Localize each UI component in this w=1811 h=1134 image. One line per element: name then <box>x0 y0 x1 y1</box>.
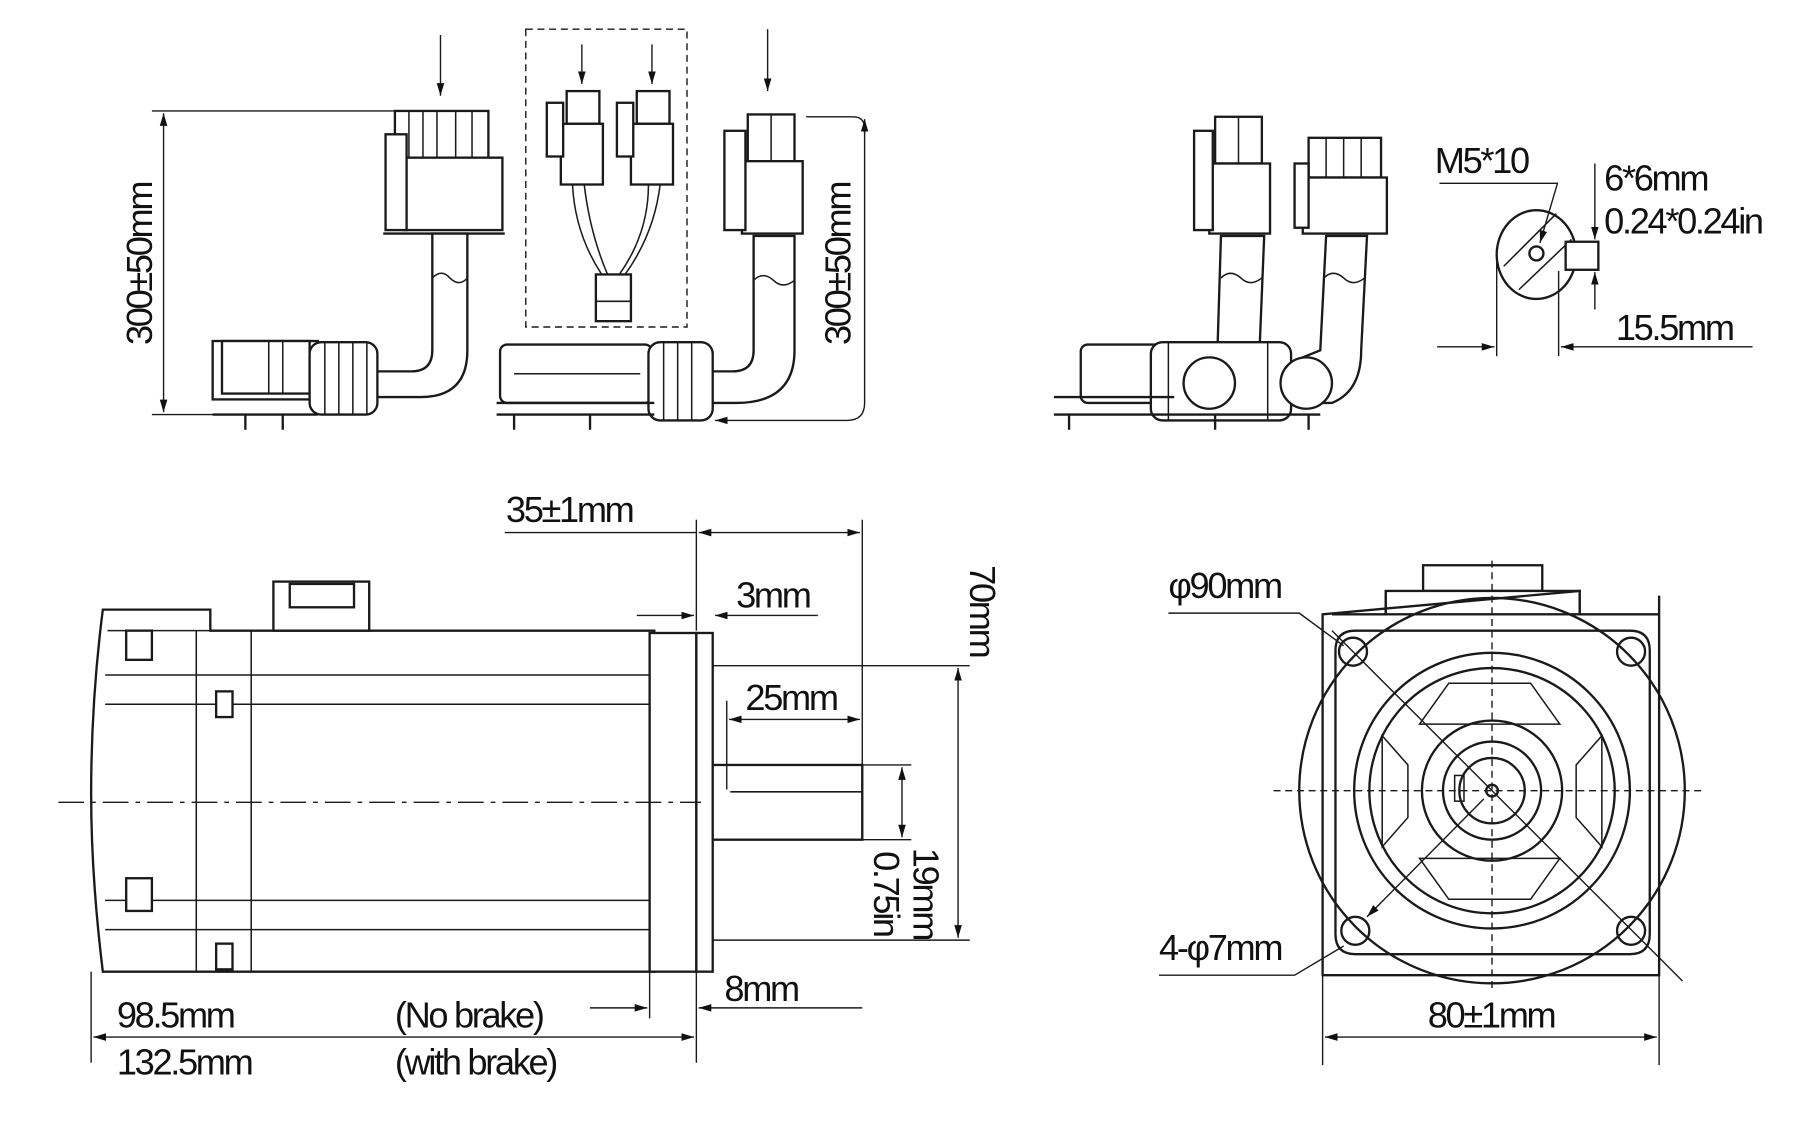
thread-spec-label: M5*10 <box>1435 140 1529 181</box>
motor-front-view: φ90mm 4-φ7mm 80±1mm <box>1159 560 1706 1066</box>
key-size-mm-label: 6*6mm <box>1604 157 1707 198</box>
mount-hole <box>1340 915 1371 946</box>
cable-length-label-right: 300±50mm <box>818 183 859 345</box>
mount-hole <box>1337 636 1369 667</box>
shaft-diameter-mm-label: 19mm <box>906 848 947 939</box>
cable-view-dual-connector <box>1053 115 1389 430</box>
cable-length-label-left: 300±50mm <box>119 183 160 345</box>
motor-side-view: 35±1mm 3mm 70mm 25mm 19mm 0.75in 8mm 98.… <box>58 489 1003 1082</box>
shaft-end-view: M5*10 6*6mm 0.24*0.24in 15.5mm <box>1435 140 1764 357</box>
flange-thickness-label: 8mm <box>724 968 798 1009</box>
mount-hole <box>1615 915 1647 946</box>
shaft-diameter-in-label: 0.75in <box>866 851 907 936</box>
cable-view-power-connector: 300±50mm <box>496 29 869 430</box>
no-brake-label: (No brake) <box>395 995 543 1036</box>
flange-height-label: 70mm <box>962 565 1003 656</box>
bolt-circle-label: φ90mm <box>1168 565 1281 606</box>
brake-connector-detail <box>525 28 688 328</box>
key-offset-label: 15.5mm <box>1616 307 1733 348</box>
key-size-in-label: 0.24*0.24in <box>1604 201 1762 242</box>
mount-holes-label: 4-φ7mm <box>1159 927 1281 968</box>
length-with-brake-label: 132.5mm <box>117 1041 252 1082</box>
with-brake-label: (with brake) <box>395 1041 556 1082</box>
cable-view-single-connector: 300±50mm <box>119 35 505 430</box>
shaft-length-label: 35±1mm <box>506 489 633 530</box>
flange-step-label: 3mm <box>736 574 810 615</box>
flange-width-label: 80±1mm <box>1428 995 1555 1036</box>
key-length-label: 25mm <box>745 677 836 718</box>
thread-hole <box>1528 245 1545 262</box>
mount-hole <box>1615 636 1647 667</box>
length-no-brake-label: 98.5mm <box>117 995 234 1036</box>
